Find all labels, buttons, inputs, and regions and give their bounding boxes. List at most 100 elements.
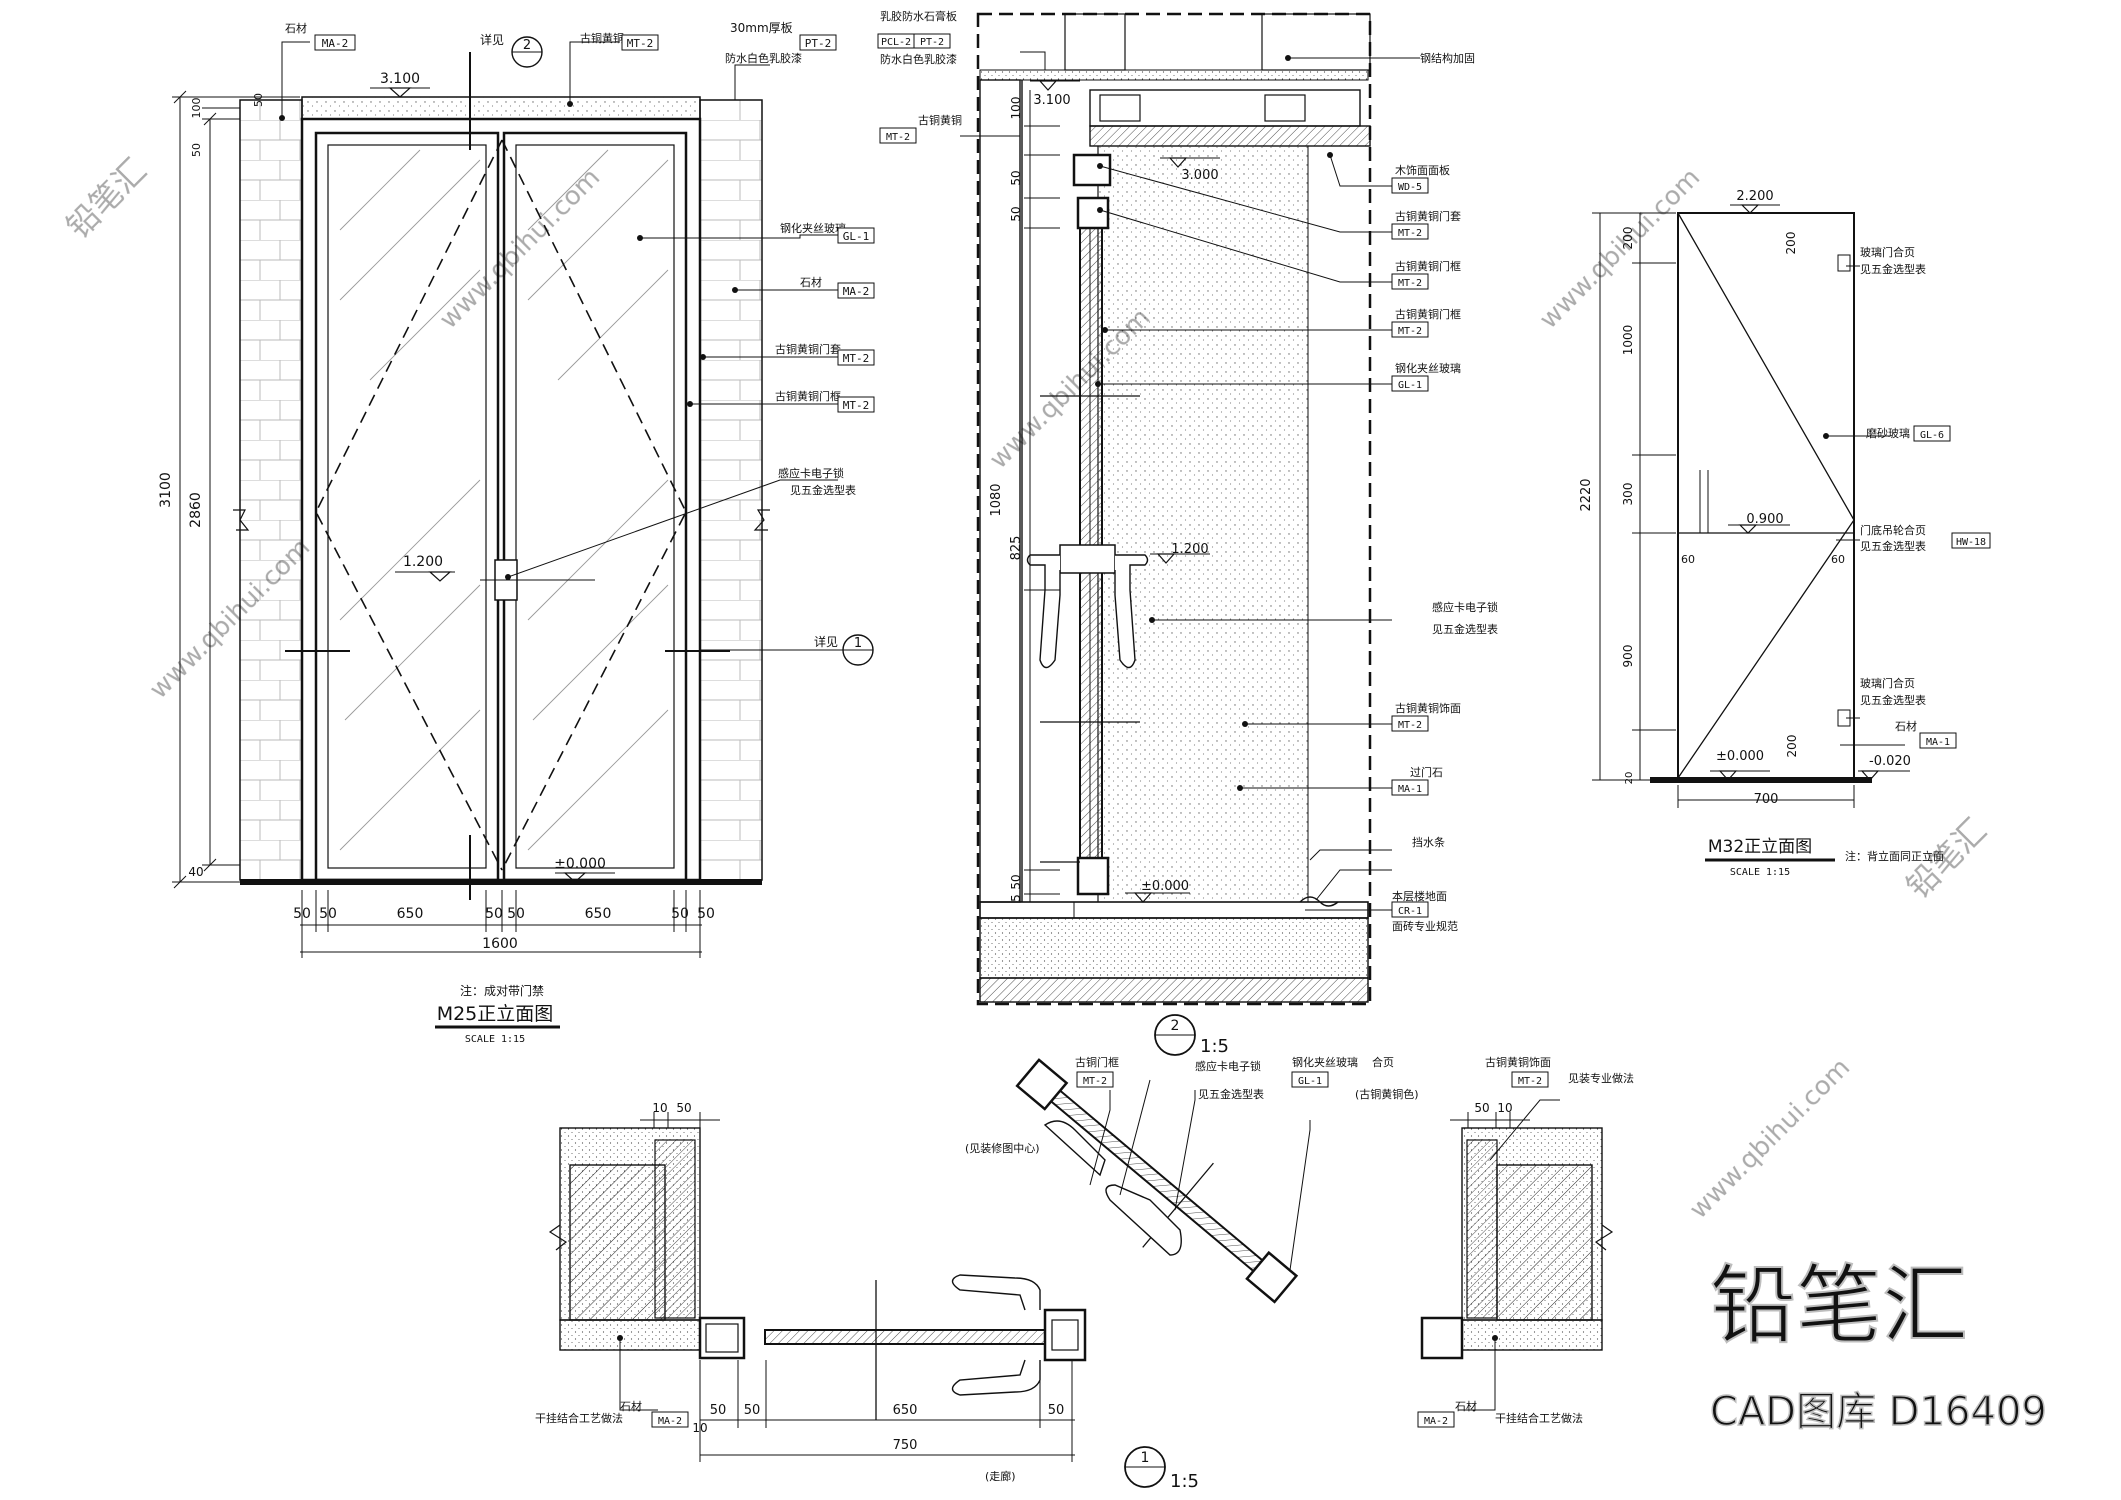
section2-boundary	[976, 12, 1372, 1006]
m25-tag-stone-top: MA-2	[322, 37, 349, 50]
m25-note-board: 30mm厚板	[730, 21, 793, 35]
m25-note-stone-right: 石材	[800, 275, 822, 289]
m25-elevation: 3100 2860 50 100 50 40 50 50 650 50 50 6…	[158, 21, 875, 1045]
m25-callout-top-num: 2	[523, 38, 531, 53]
m25-note-see-right: 详见	[814, 634, 838, 649]
plan1-scale: 1:5	[1170, 1471, 1199, 1492]
plan1-dim-10: 10	[692, 1421, 707, 1435]
m25-dim-c: 50	[252, 93, 265, 107]
m25-door-frame	[300, 117, 702, 882]
m25-note-see-section: 详见	[480, 32, 504, 47]
m25-callout-right-num: 1	[854, 636, 862, 651]
plan1-tag-ma-l: MA-2	[658, 1416, 682, 1427]
section2-tag-left-a: MT-2	[886, 132, 910, 143]
m25-dim-bottom: 50	[319, 906, 337, 922]
m25-tag-stone-right: MA-2	[843, 285, 870, 298]
plan1-note-gl: 钢化夹丝玻璃	[1292, 1055, 1358, 1069]
m25-tag-frame1: MT-2	[843, 352, 870, 365]
section2-level-top: 3.100	[1033, 93, 1070, 108]
plan1-tag-mt-r: MT-2	[1518, 1076, 1542, 1087]
section2-scale: 1:5	[1200, 1036, 1229, 1057]
section2-level-handle: 1.200	[1171, 542, 1208, 557]
m32-note-hinge2a: 玻璃门合页	[1860, 676, 1915, 690]
section2-note-cr1: 本层楼地面	[1392, 889, 1447, 903]
m25-dim-bottom: 50	[671, 906, 689, 922]
m32-level-low: -0.020	[1869, 754, 1911, 769]
m32-note-door1: 门底吊轮合页	[1860, 523, 1926, 537]
plan-section-1: 10 50 50 10 50 50 650 50 10 750 古铜门框 MT-…	[535, 1055, 1634, 1492]
section2-dim: 50	[1009, 874, 1023, 889]
plan1-note-center: (见装修图中心)	[965, 1141, 1040, 1155]
watermark-site: www.qbihui.com	[1534, 162, 1706, 334]
m32-note-door2: 见五金选型表	[1860, 539, 1926, 553]
m32-door	[1677, 212, 1855, 779]
m32-note-glass: 磨砂玻璃	[1866, 426, 1910, 440]
m32-level-floor: ±0.000	[1716, 749, 1764, 764]
m25-dim-bottom: 50	[507, 906, 525, 922]
m25-scale: SCALE 1:15	[465, 1034, 525, 1045]
plan1-dim-tr: 10	[1497, 1101, 1512, 1115]
plan1-note-mt-r: 古铜黄铜饰面	[1485, 1055, 1551, 1069]
m25-tag-metal-top: MT-2	[627, 37, 654, 50]
m32-title: M32正立面图	[1708, 837, 1812, 857]
m32-note-hinge1a: 玻璃门合页	[1860, 245, 1915, 259]
m25-leaf-left	[314, 131, 500, 882]
m32-tag-ma: MA-1	[1926, 737, 1950, 748]
m25-note-paint: 防水白色乳胶漆	[725, 51, 802, 65]
plan1-note-mt-l: 古铜门框	[1075, 1055, 1119, 1069]
m25-note-frame2: 古铜黄铜门框	[775, 389, 841, 403]
plan1-note-stone-r: 石材	[1455, 1399, 1477, 1413]
plan1-note-wall-r: 见装专业做法	[1568, 1071, 1634, 1085]
section2-tag-mt4: MT-2	[1398, 720, 1422, 731]
m32-dim: 900	[1621, 645, 1635, 668]
section2-note-mt2: 古铜黄铜门框	[1395, 259, 1461, 273]
plan1-dim-bottom: 50	[744, 1403, 761, 1418]
section2-dim: 50	[1009, 170, 1023, 185]
m32-elevation: 2220 200 1000 300 900 200 20 200 60 60 7…	[1579, 189, 1991, 878]
m25-note-lock1: 感应卡电子锁	[778, 466, 844, 480]
m25-note-lock2: 见五金选型表	[790, 483, 856, 497]
m25-dim-bottom: 50	[697, 906, 715, 922]
plan1-note-corridor: (走廊)	[985, 1469, 1016, 1483]
m25-level-handle: 1.200	[403, 554, 443, 570]
m25-level-floor: ±0.000	[554, 856, 606, 872]
section2-dim: 50	[1009, 206, 1023, 221]
m32-dim-60b: 60	[1831, 553, 1845, 566]
m25-wall-left	[239, 99, 303, 881]
section2-note-ma: 过门石	[1410, 765, 1443, 779]
m25-dim-bottom: 650	[397, 906, 424, 922]
section2-tag-mt1: MT-2	[1398, 228, 1422, 239]
section2-note-ceiling1: 乳胶防水石膏板	[880, 9, 957, 23]
plan1-dim-750: 750	[893, 1438, 918, 1453]
section2-tag-mt2: MT-2	[1398, 278, 1422, 289]
plan1-dim-tl: 50	[676, 1101, 691, 1115]
plan1-tag-mt-l: MT-2	[1083, 1076, 1107, 1087]
section2-tag-wd: WD-5	[1398, 182, 1422, 193]
m32-dim: 200	[1621, 227, 1635, 250]
section2-note-waterstop: 挡水条	[1412, 835, 1445, 849]
section2-note-gl: 钢化夹丝玻璃	[1395, 361, 1461, 375]
m25-title: M25正立面图	[437, 1003, 554, 1025]
m32-dim-60a: 60	[1681, 553, 1695, 566]
section2-note-left-a: 古铜黄铜	[918, 113, 962, 127]
m25-dim-a: 50	[190, 143, 203, 157]
m25-tag-frame2: MT-2	[843, 399, 870, 412]
m32-tag-gl: GL-6	[1920, 430, 1944, 441]
section2-note-mt1: 古铜黄铜门套	[1395, 209, 1461, 223]
plan1-note-stone-l: 石材	[620, 1399, 642, 1413]
m32-level-top: 2.200	[1736, 189, 1773, 204]
section2-note-steel: 钢结构加固	[1420, 51, 1475, 65]
m32-dim: 200	[1784, 232, 1798, 255]
section2-tag-pcl: PCL-2	[881, 37, 911, 48]
m25-note-metal-top: 古铜黄铜	[580, 31, 624, 45]
m25-note: 注：成对带门禁	[460, 983, 544, 998]
watermark-small: 铅笔汇	[59, 151, 154, 246]
m32-tag-hw: HW-18	[1956, 537, 1986, 548]
section2-note-lock1: 感应卡电子锁	[1432, 600, 1498, 614]
m32-dim: 200	[1785, 735, 1799, 758]
m25-level-top: 3.100	[380, 71, 420, 87]
plan1-note-hinge2: (古铜黄铜色)	[1355, 1087, 1419, 1101]
plan1-tag-gl: GL-1	[1298, 1076, 1322, 1087]
section2-tag-pt: PT-2	[920, 37, 944, 48]
m32-dim: 1000	[1621, 325, 1635, 356]
